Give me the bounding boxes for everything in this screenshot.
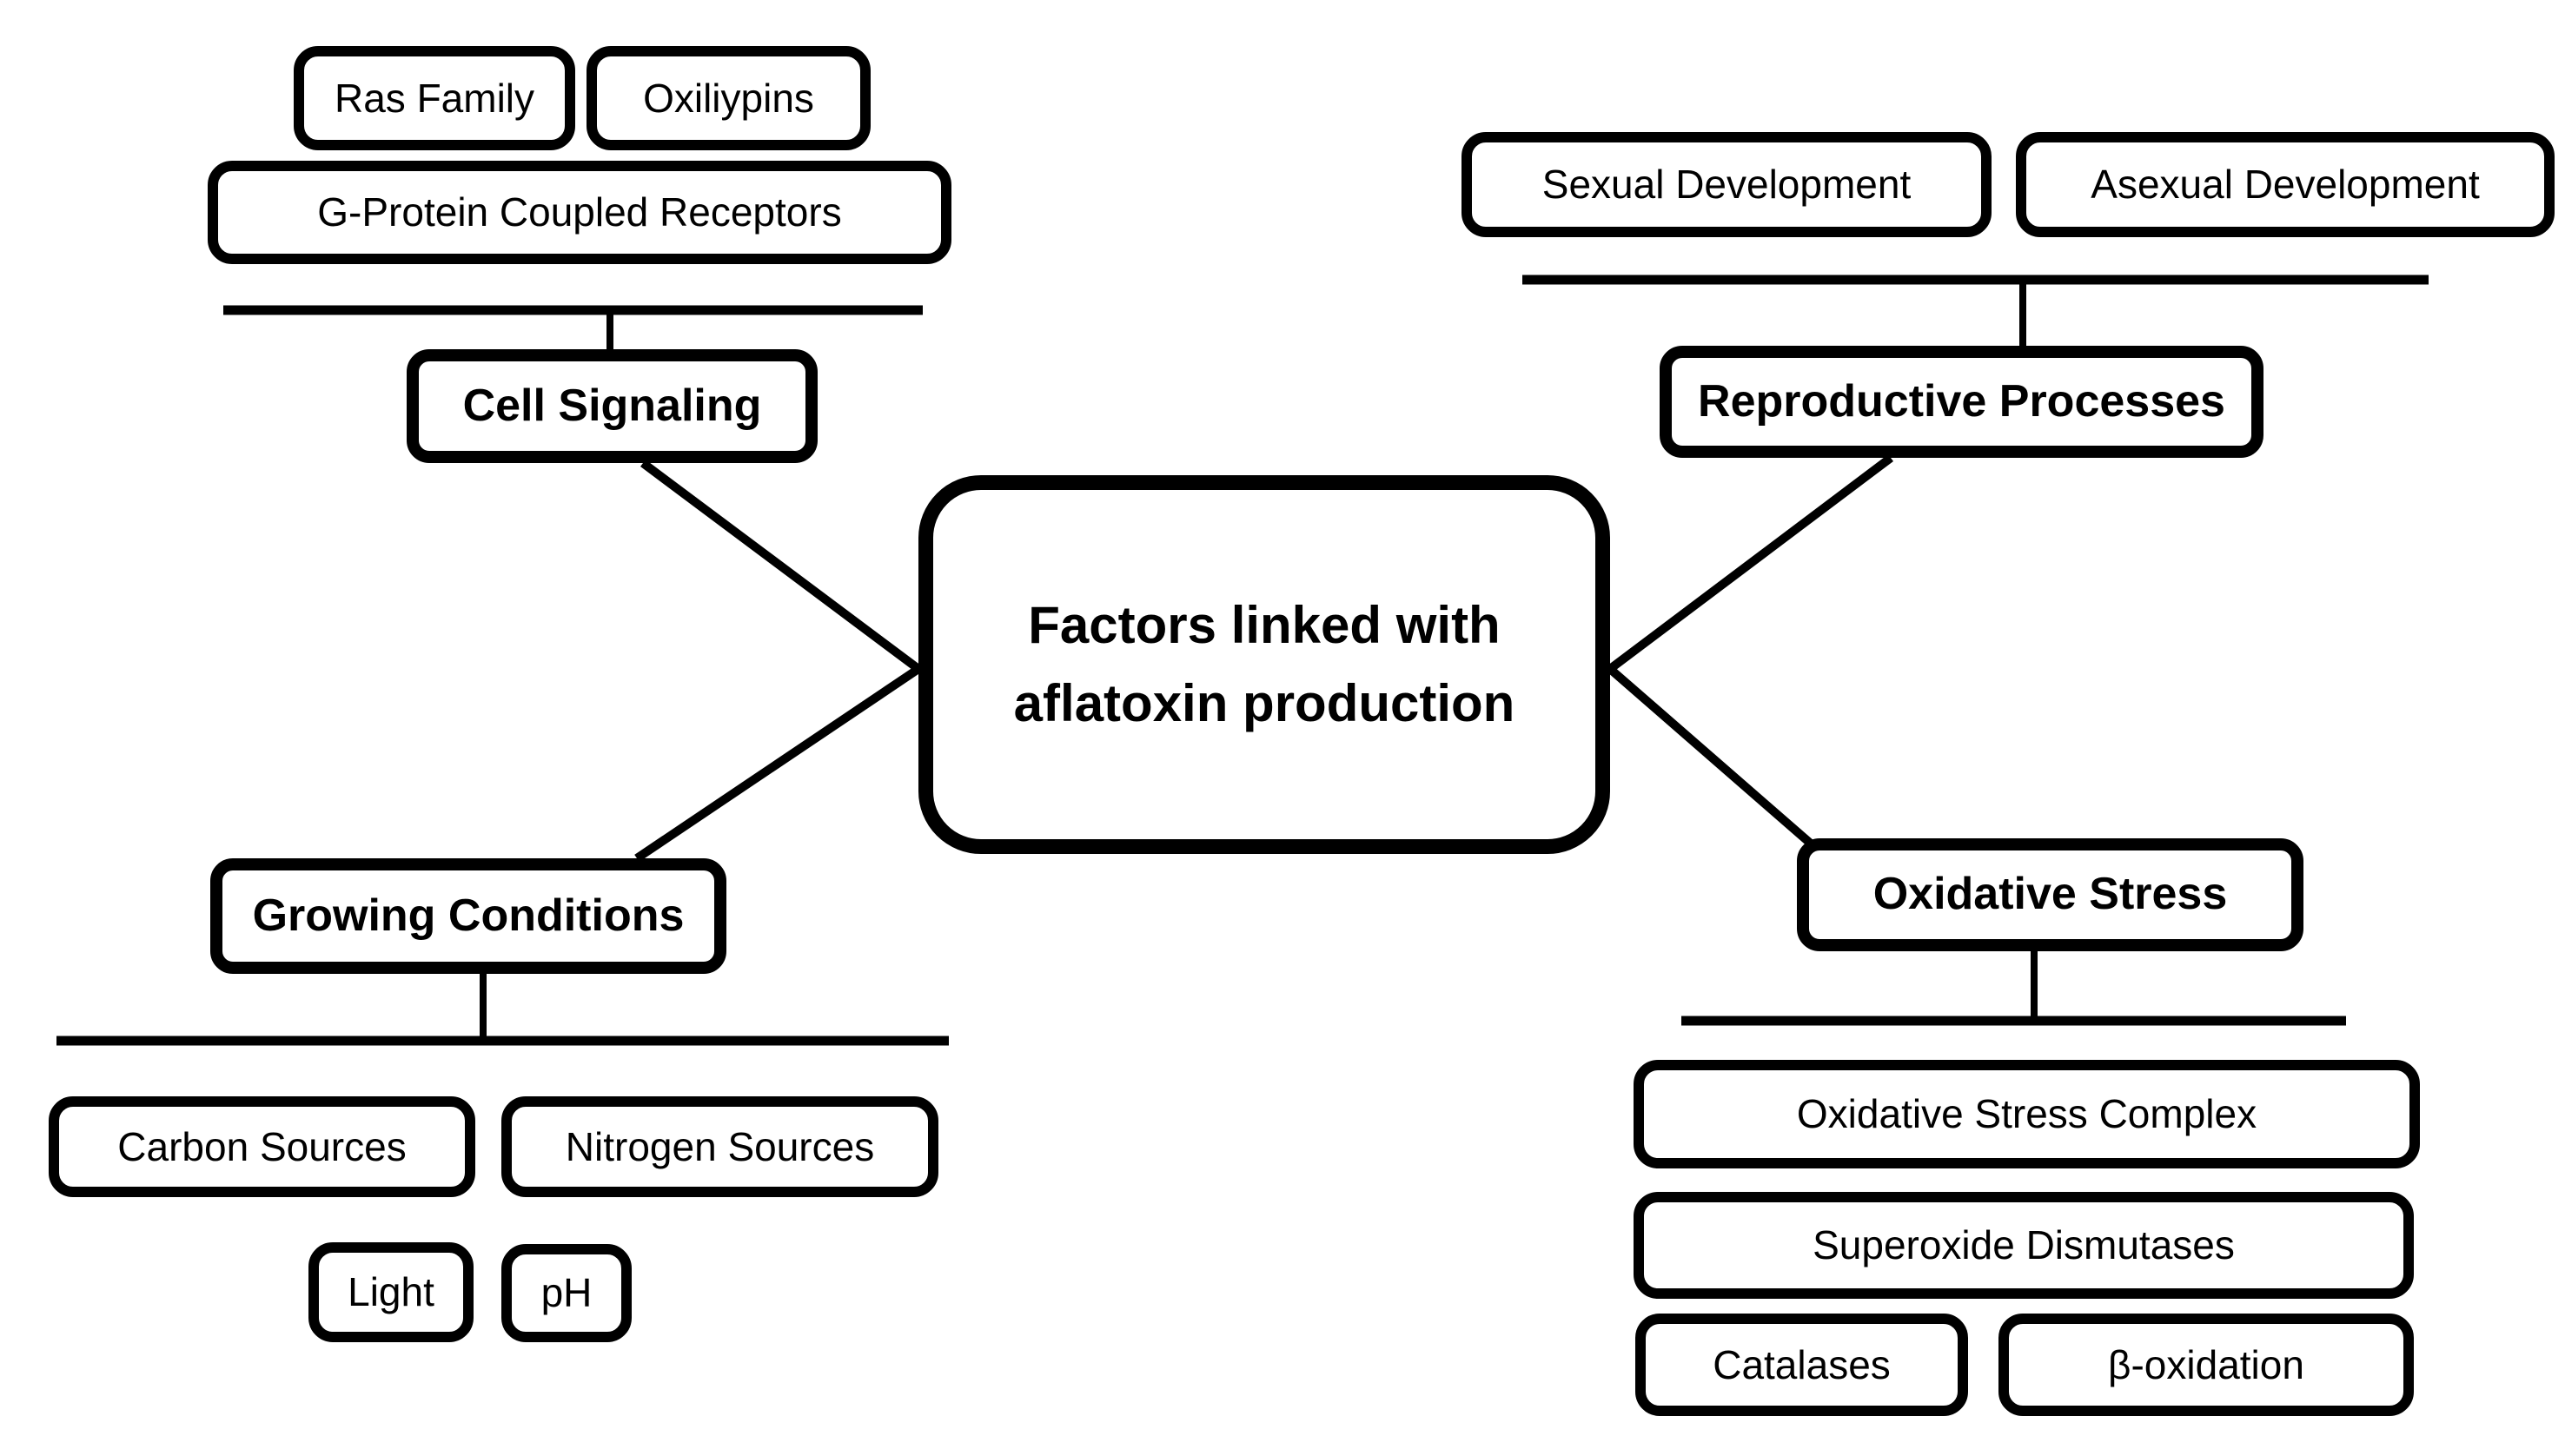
node-catalases-label: Catalases xyxy=(1713,1341,1891,1387)
node-ph: pH xyxy=(501,1244,632,1342)
node-light-label: Light xyxy=(348,1269,434,1315)
node-oxidative-stress-label: Oxidative Stress xyxy=(1872,869,2228,920)
center-label: Factors linked with aflatoxin production xyxy=(1014,586,1515,743)
node-cell-signaling-label: Cell Signaling xyxy=(462,380,762,431)
node-ph-label: pH xyxy=(540,1270,593,1316)
node-carbon-sources: Carbon Sources xyxy=(49,1096,475,1197)
node-oxidative-stress-complex: Oxidative Stress Complex xyxy=(1634,1060,2420,1168)
node-ras-family: Ras Family xyxy=(294,46,575,150)
node-catalases: Catalases xyxy=(1635,1314,1968,1416)
node-gprotein-coupled-receptors-label: G-Protein Coupled Receptors xyxy=(317,189,842,235)
node-sexual-development-label: Sexual Development xyxy=(1541,162,1912,208)
node-growing-conditions-label: Growing Conditions xyxy=(252,890,685,941)
node-light: Light xyxy=(308,1242,474,1342)
connector-growing-conditions-hub xyxy=(634,665,921,863)
node-cell-signaling: Cell Signaling xyxy=(407,349,818,463)
node-gprotein-coupled-receptors: G-Protein Coupled Receptors xyxy=(208,161,951,264)
connector-cell-signaling-hub xyxy=(640,459,921,673)
node-reproductive-processes: Reproductive Processes xyxy=(1660,346,2263,458)
node-center-factors: Factors linked with aflatoxin production xyxy=(918,475,1610,854)
node-oxidative-stress: Oxidative Stress xyxy=(1797,838,2303,951)
center-label-line1: Factors linked with xyxy=(1028,596,1501,654)
node-superoxide-dismutases: Superoxide Dismutases xyxy=(1634,1192,2414,1299)
node-nitrogen-sources: Nitrogen Sources xyxy=(501,1096,938,1197)
connector-oxidative-stress-hub xyxy=(1607,665,1815,848)
node-oxidative-stress-complex-label: Oxidative Stress Complex xyxy=(1796,1091,2257,1137)
node-reproductive-processes-label: Reproductive Processes xyxy=(1698,375,2225,427)
node-superoxide-dismutases-label: Superoxide Dismutases xyxy=(1813,1222,2235,1268)
node-asexual-development: Asexual Development xyxy=(2016,132,2555,237)
node-carbon-sources-label: Carbon Sources xyxy=(117,1123,407,1169)
node-beta-oxidation: β-oxidation xyxy=(1998,1314,2414,1416)
connector-reproductive-processes-hub xyxy=(1607,454,1894,672)
node-beta-oxidation-label: β-oxidation xyxy=(2108,1341,2304,1387)
center-label-line2: aflatoxin production xyxy=(1013,674,1515,732)
node-oxiliypins: Oxiliypins xyxy=(587,46,871,150)
node-growing-conditions: Growing Conditions xyxy=(210,858,726,974)
node-sexual-development: Sexual Development xyxy=(1461,132,1992,237)
node-ras-family-label: Ras Family xyxy=(334,75,535,121)
node-oxiliypins-label: Oxiliypins xyxy=(643,75,814,121)
node-nitrogen-sources-label: Nitrogen Sources xyxy=(565,1123,875,1169)
node-asexual-development-label: Asexual Development xyxy=(2091,162,2480,208)
